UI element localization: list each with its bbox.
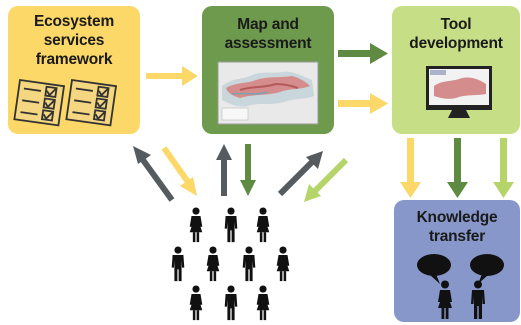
person-icon bbox=[242, 246, 256, 282]
arrow-tool-to-knowledge-dark-green bbox=[447, 138, 468, 198]
arrow-tool-to-stakeholders bbox=[304, 157, 349, 202]
arrow-assessment-to-stakeholders bbox=[240, 144, 256, 196]
tool-title: Tool development bbox=[409, 16, 503, 52]
person-icon bbox=[224, 207, 238, 243]
person-icon bbox=[189, 285, 203, 321]
speech-bubble-icon bbox=[417, 254, 504, 284]
stakeholder-group bbox=[171, 207, 290, 321]
knowledge-title: Knowledge transfer bbox=[416, 209, 498, 245]
arrow-stakeholders-to-framework bbox=[133, 146, 175, 202]
person-icon bbox=[206, 246, 220, 282]
assessment-title: Map and assessment bbox=[224, 16, 312, 52]
map-icon bbox=[217, 61, 319, 125]
arrow-assessment-to-tool bbox=[338, 43, 388, 64]
checklist-icon bbox=[13, 78, 118, 127]
person-icon bbox=[189, 207, 203, 243]
arrow-stakeholders-to-assessment bbox=[216, 144, 232, 196]
person-icon bbox=[471, 280, 485, 319]
framework-title: Ecosystem services framework bbox=[33, 13, 115, 68]
arrow-assessment-to-tool-yellow bbox=[338, 93, 388, 114]
person-icon bbox=[276, 246, 290, 282]
arrow-framework-to-stakeholders bbox=[161, 146, 197, 196]
person-icon bbox=[438, 280, 452, 319]
arrow-tool-to-knowledge-light-green bbox=[493, 138, 514, 198]
person-icon bbox=[256, 285, 270, 321]
monitor-icon bbox=[426, 66, 492, 118]
arrow-stakeholders-to-tool bbox=[277, 151, 323, 197]
person-icon bbox=[256, 207, 270, 243]
person-icon bbox=[171, 246, 185, 282]
person-icon bbox=[224, 285, 238, 321]
arrow-framework-to-assessment bbox=[146, 66, 198, 86]
arrow-tool-to-knowledge-yellow bbox=[400, 138, 421, 198]
